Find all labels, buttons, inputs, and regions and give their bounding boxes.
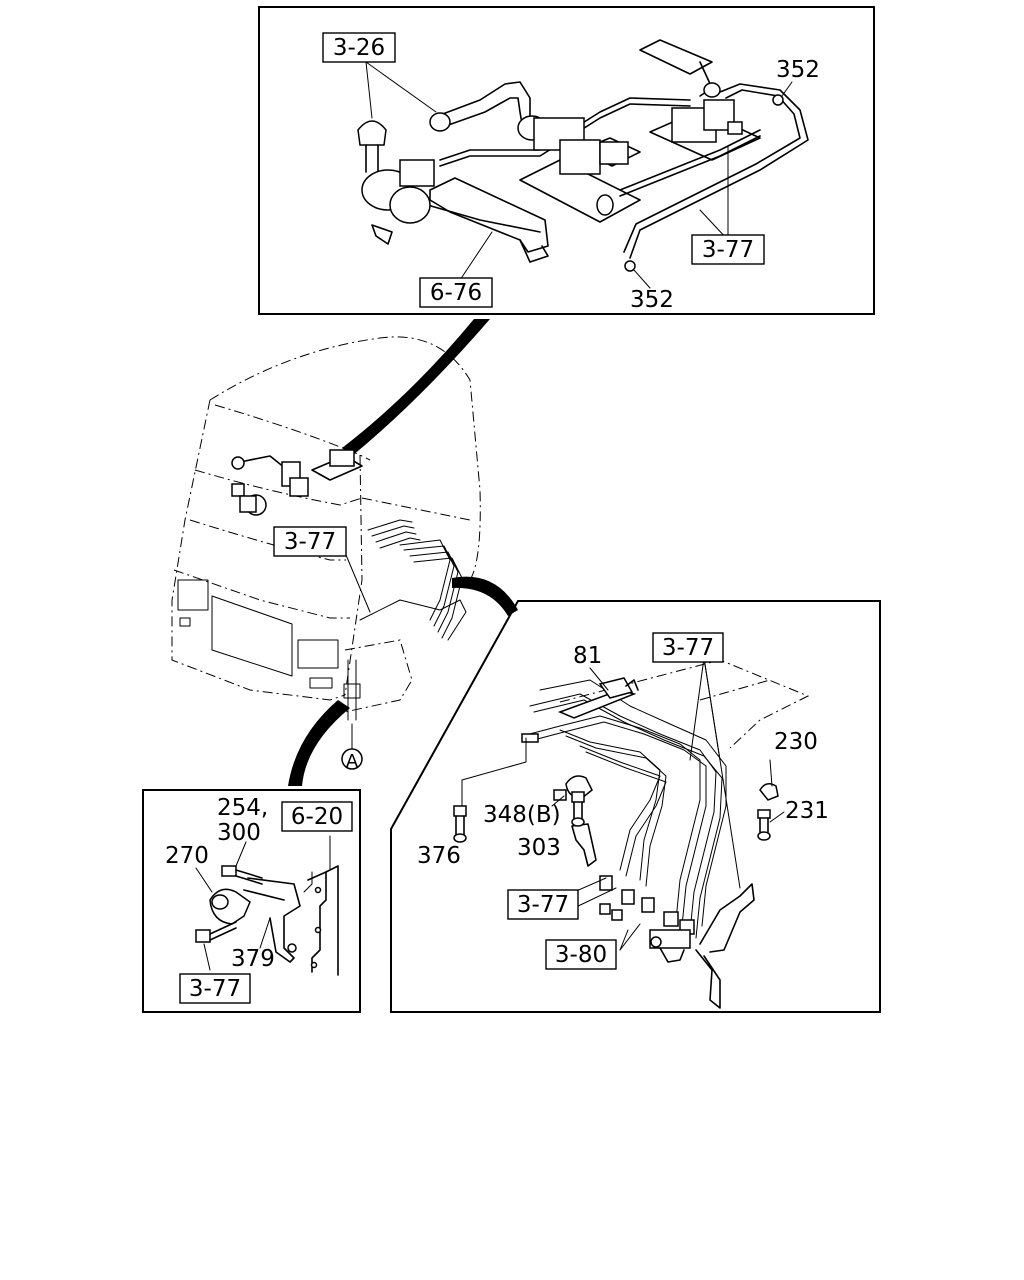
ref-label: 3-26	[333, 35, 385, 61]
ref-label: 3-77	[284, 529, 336, 555]
ref-label: 3-77	[702, 237, 754, 263]
ref-label: 3-77	[189, 976, 241, 1002]
cab-illustration: 3-77 A	[171, 336, 481, 772]
part-number: 81	[573, 643, 602, 669]
left-detail-panel: 6-20 3-77 254, 300 270 379	[142, 789, 361, 1013]
part-number: 303	[517, 835, 561, 861]
part-number: 376	[417, 843, 461, 869]
part-number: 254,	[217, 795, 268, 821]
section-marker: A	[346, 751, 359, 772]
ref-label: 6-20	[291, 804, 343, 830]
part-number: 270	[165, 843, 209, 869]
callout-connector	[342, 319, 490, 456]
callout-connector	[288, 700, 350, 786]
ref-label: 6-76	[430, 280, 482, 306]
top-detail-panel: 3-26 6-76 3-77 352 352	[258, 6, 875, 315]
ref-label: 3-77	[517, 892, 569, 918]
part-number: 352	[776, 57, 820, 83]
callout-connector	[452, 576, 518, 616]
part-number: 231	[785, 798, 829, 824]
right-detail-panel: 3-77 3-77 3-80 81 230 348(B) 231 376 303	[390, 600, 881, 1013]
ref-label: 3-80	[555, 942, 607, 968]
part-number: 352	[630, 287, 674, 313]
part-number: 300	[217, 820, 261, 846]
ref-label: 3-77	[662, 635, 714, 661]
part-number: 348(B)	[483, 802, 561, 828]
part-number: 379	[231, 946, 275, 972]
part-number: 230	[774, 729, 818, 755]
